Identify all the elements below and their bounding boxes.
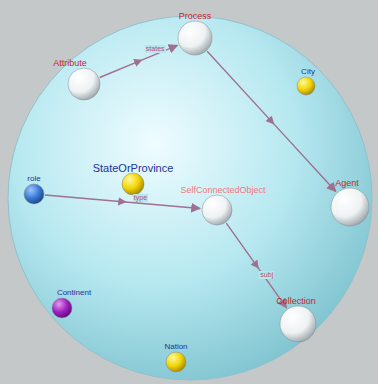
relation-label: type — [133, 194, 148, 202]
concept-node: Nation — [163, 342, 188, 372]
concept-label: SelfConnectedObject — [179, 185, 266, 195]
sphere-ball — [178, 21, 212, 55]
sphere-ball — [297, 77, 315, 95]
relation-arrow — [45, 195, 200, 209]
relation-arrow — [207, 51, 336, 191]
concept-node: Continent — [32, 288, 92, 318]
concept-label: City — [300, 67, 316, 77]
sphere-ball — [202, 195, 232, 225]
concept-node: StateOrProvince — [92, 163, 175, 195]
concept-label: StateOrProvince — [92, 163, 175, 173]
concept-label: Collection — [275, 296, 317, 306]
concept-sphere — [24, 184, 44, 204]
concept-label: Attribute — [52, 58, 88, 68]
relation-arrow — [100, 45, 178, 77]
concept-node: SelfConnectedObject — [167, 185, 266, 225]
concept-sphere — [331, 188, 369, 226]
relation-label: subj — [259, 271, 274, 279]
concept-node: City — [296, 67, 316, 95]
relation-label: states — [145, 45, 166, 53]
concept-label: role — [26, 174, 41, 184]
relation-arrow — [226, 223, 286, 308]
concept-node: Attribute — [68, 58, 100, 100]
concept-sphere — [122, 173, 144, 195]
concept-sphere — [297, 77, 315, 95]
concept-label: Process — [178, 11, 213, 21]
concept-sphere — [68, 68, 100, 100]
concept-node: Process — [178, 11, 213, 55]
concept-sphere — [202, 195, 232, 225]
concept-label: Agent — [334, 178, 360, 188]
sphere-ball — [122, 173, 144, 195]
sphere-ball — [331, 188, 369, 226]
concept-node: Collection — [279, 296, 317, 342]
globe-sphere — [8, 16, 372, 380]
concept-sphere — [178, 21, 212, 55]
sphere-ball — [280, 306, 316, 342]
concept-label: Nation — [163, 342, 188, 352]
concept-node: role — [24, 174, 44, 204]
sphere-ball — [24, 184, 44, 204]
concept-sphere — [166, 352, 186, 372]
sphere-ball — [68, 68, 100, 100]
concept-node: Agent — [331, 178, 369, 226]
concept-label: Continent — [56, 288, 92, 298]
concept-sphere — [52, 298, 72, 318]
sphere-ball — [52, 298, 72, 318]
sphere-ball — [166, 352, 186, 372]
concept-sphere — [280, 306, 316, 342]
